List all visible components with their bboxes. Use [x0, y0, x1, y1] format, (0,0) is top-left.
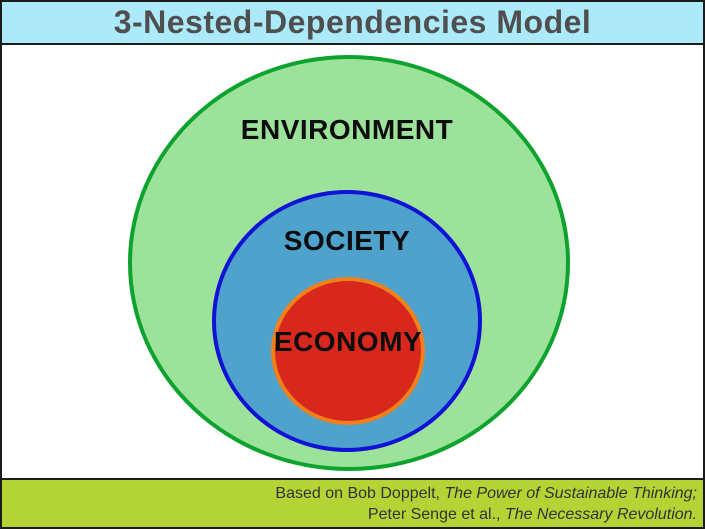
nested-dependencies-diagram: ENVIRONMENT SOCIETY ECONOMY: [2, 45, 703, 478]
economy-label: ECONOMY: [273, 326, 423, 357]
citation-footer: Based on Bob Doppelt, The Power of Susta…: [2, 478, 703, 527]
page-title: 3-Nested-Dependencies Model: [113, 4, 592, 40]
citation-2-prefix: Peter Senge et al.,: [367, 506, 505, 523]
citation-1-prefix: Based on Bob Doppelt,: [275, 485, 445, 502]
citation-line-2: Peter Senge et al., The Necessary Revolu…: [2, 504, 697, 525]
citation-2-book-title: The Necessary Revolution.: [504, 506, 697, 523]
environment-label: ENVIRONMENT: [240, 114, 454, 145]
citation-1-book-title: The Power of Sustainable Thinking;: [444, 485, 697, 502]
society-label: SOCIETY: [283, 225, 411, 256]
title-bar: 3-Nested-Dependencies Model: [2, 2, 703, 45]
economy-circle: [271, 277, 425, 425]
citation-line-1: Based on Bob Doppelt, The Power of Susta…: [2, 483, 697, 504]
